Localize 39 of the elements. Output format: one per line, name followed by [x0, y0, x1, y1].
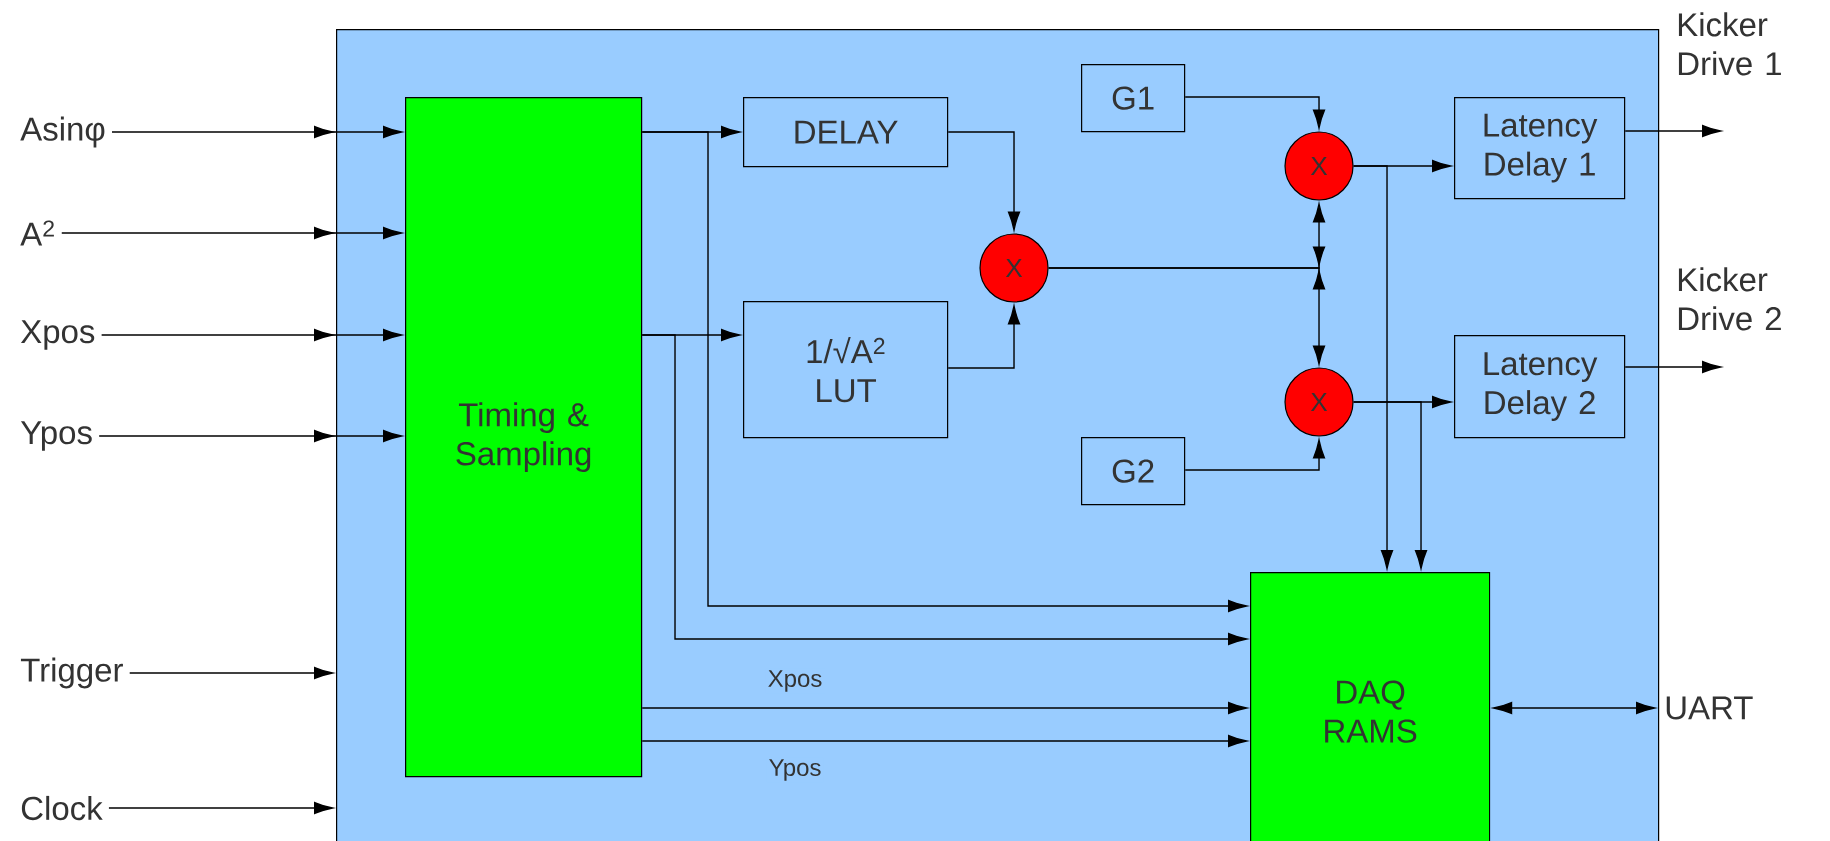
arrow	[61, 226, 403, 240]
gain-box: G1	[1081, 64, 1186, 133]
arrow	[641, 701, 1248, 715]
arrow	[641, 734, 1248, 748]
arrow	[1184, 439, 1326, 471]
arrow	[641, 334, 1248, 646]
arrow	[108, 801, 334, 815]
signal-label: Clock	[21, 795, 103, 821]
edge-label: Xpos	[765, 668, 825, 694]
arrow	[100, 328, 403, 342]
arrow	[1047, 246, 1326, 365]
process-box: Latency Delay 1	[1454, 97, 1626, 200]
arrow	[641, 131, 1248, 613]
signal-label: Xpos	[20, 320, 95, 350]
arrow	[1352, 401, 1428, 570]
output-label: Kicker Drive 1	[1678, 12, 1781, 76]
arrow	[1352, 165, 1394, 570]
output-label: Kicker Drive 2	[1678, 267, 1781, 331]
signal-label: Trigger	[20, 657, 123, 689]
signal-label: A$^{2}$	[20, 220, 54, 246]
process-box: 1/√A$^{2}$ LUT	[743, 301, 949, 439]
arrow	[1493, 701, 1656, 715]
signal-label: Asinφ	[20, 116, 105, 148]
arrow	[947, 131, 1021, 231]
memory-box: DAQ RAMS	[1250, 572, 1491, 841]
arrow	[111, 125, 403, 139]
arrow	[1184, 96, 1326, 129]
arrow	[1624, 124, 1722, 138]
gain-box: G2	[1081, 437, 1186, 506]
signal-label: UART	[1666, 696, 1753, 720]
arrow	[947, 305, 1021, 369]
signal-label: Ypos	[20, 421, 92, 451]
edge-label: Ypos	[766, 757, 824, 783]
process-box: Timing & Sampling	[405, 97, 643, 778]
arrow	[129, 666, 334, 680]
process-box: Latency Delay 2	[1454, 335, 1626, 439]
arrow	[1624, 360, 1722, 374]
arrow	[98, 429, 403, 443]
process-box: DELAY	[743, 97, 949, 168]
